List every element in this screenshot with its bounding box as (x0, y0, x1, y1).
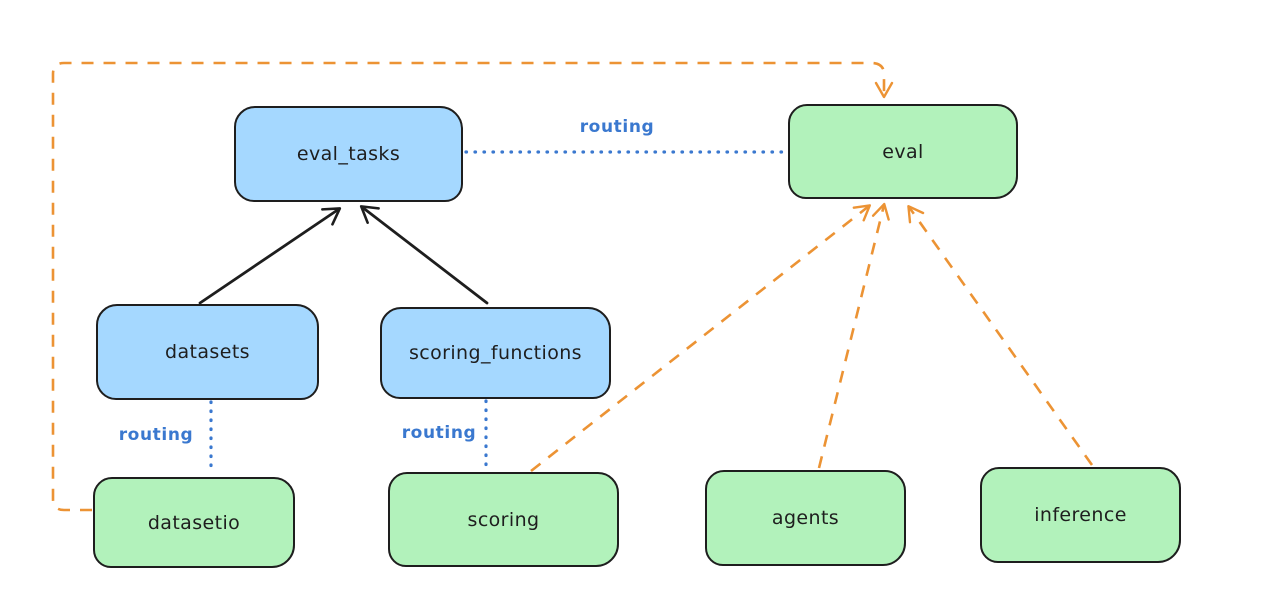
node-agents-label: agents (771, 507, 840, 529)
node-inference: inference (980, 467, 1181, 563)
edge-agents-to-eval (817, 202, 890, 469)
node-eval-tasks: eval_tasks (234, 106, 463, 202)
node-inference-label: inference (1034, 504, 1127, 526)
node-datasets: datasets (96, 304, 319, 400)
node-scoring: scoring (388, 472, 619, 567)
node-datasets-label: datasets (165, 341, 250, 363)
node-datasetio: datasetio (93, 477, 295, 568)
edge-label-routing-top: routing (579, 117, 655, 137)
edge-scoring-functions-to-eval-tasks (359, 205, 489, 305)
node-eval: eval (788, 104, 1018, 199)
node-scoring-functions-label: scoring_functions (409, 342, 582, 364)
node-scoring-label: scoring (467, 508, 540, 531)
node-datasetio-label: datasetio (147, 511, 241, 534)
edge-label-routing-scoring: routing (401, 423, 477, 443)
node-eval-tasks-label: eval_tasks (296, 143, 401, 165)
node-agents: agents (705, 470, 906, 566)
edge-datasets-to-eval-tasks (198, 207, 342, 305)
edge-inference-to-eval (907, 204, 1094, 466)
edge-datasetio-to-eval-loop (51, 61, 894, 512)
node-eval-label: eval (882, 140, 924, 163)
edge-scoring-to-eval (530, 204, 871, 473)
edge-label-routing-datasetio: routing (118, 425, 194, 445)
node-scoring-functions: scoring_functions (380, 307, 611, 399)
